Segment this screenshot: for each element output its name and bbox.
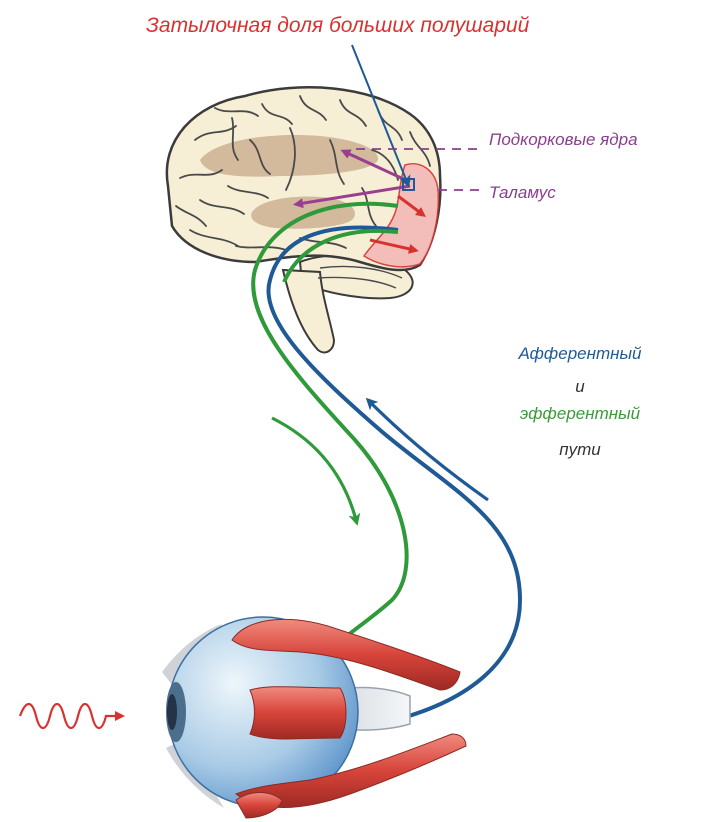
- efferent-direction-arrow: [272, 418, 356, 520]
- brain-illustration: [167, 87, 441, 352]
- and-label: и: [470, 377, 690, 397]
- light-wave-icon: [20, 704, 120, 728]
- eye-illustration: [162, 617, 466, 818]
- subcortical-nuclei-label: Подкорковые ядра: [489, 130, 638, 150]
- afferent-label: Афферентный: [470, 344, 690, 364]
- thalamus-label: Таламус: [489, 183, 556, 203]
- efferent-label: эфферентный: [470, 404, 690, 424]
- occipital-lobe-label: Затылочная доля больших полушарий: [146, 14, 529, 38]
- paths-label: пути: [470, 440, 690, 460]
